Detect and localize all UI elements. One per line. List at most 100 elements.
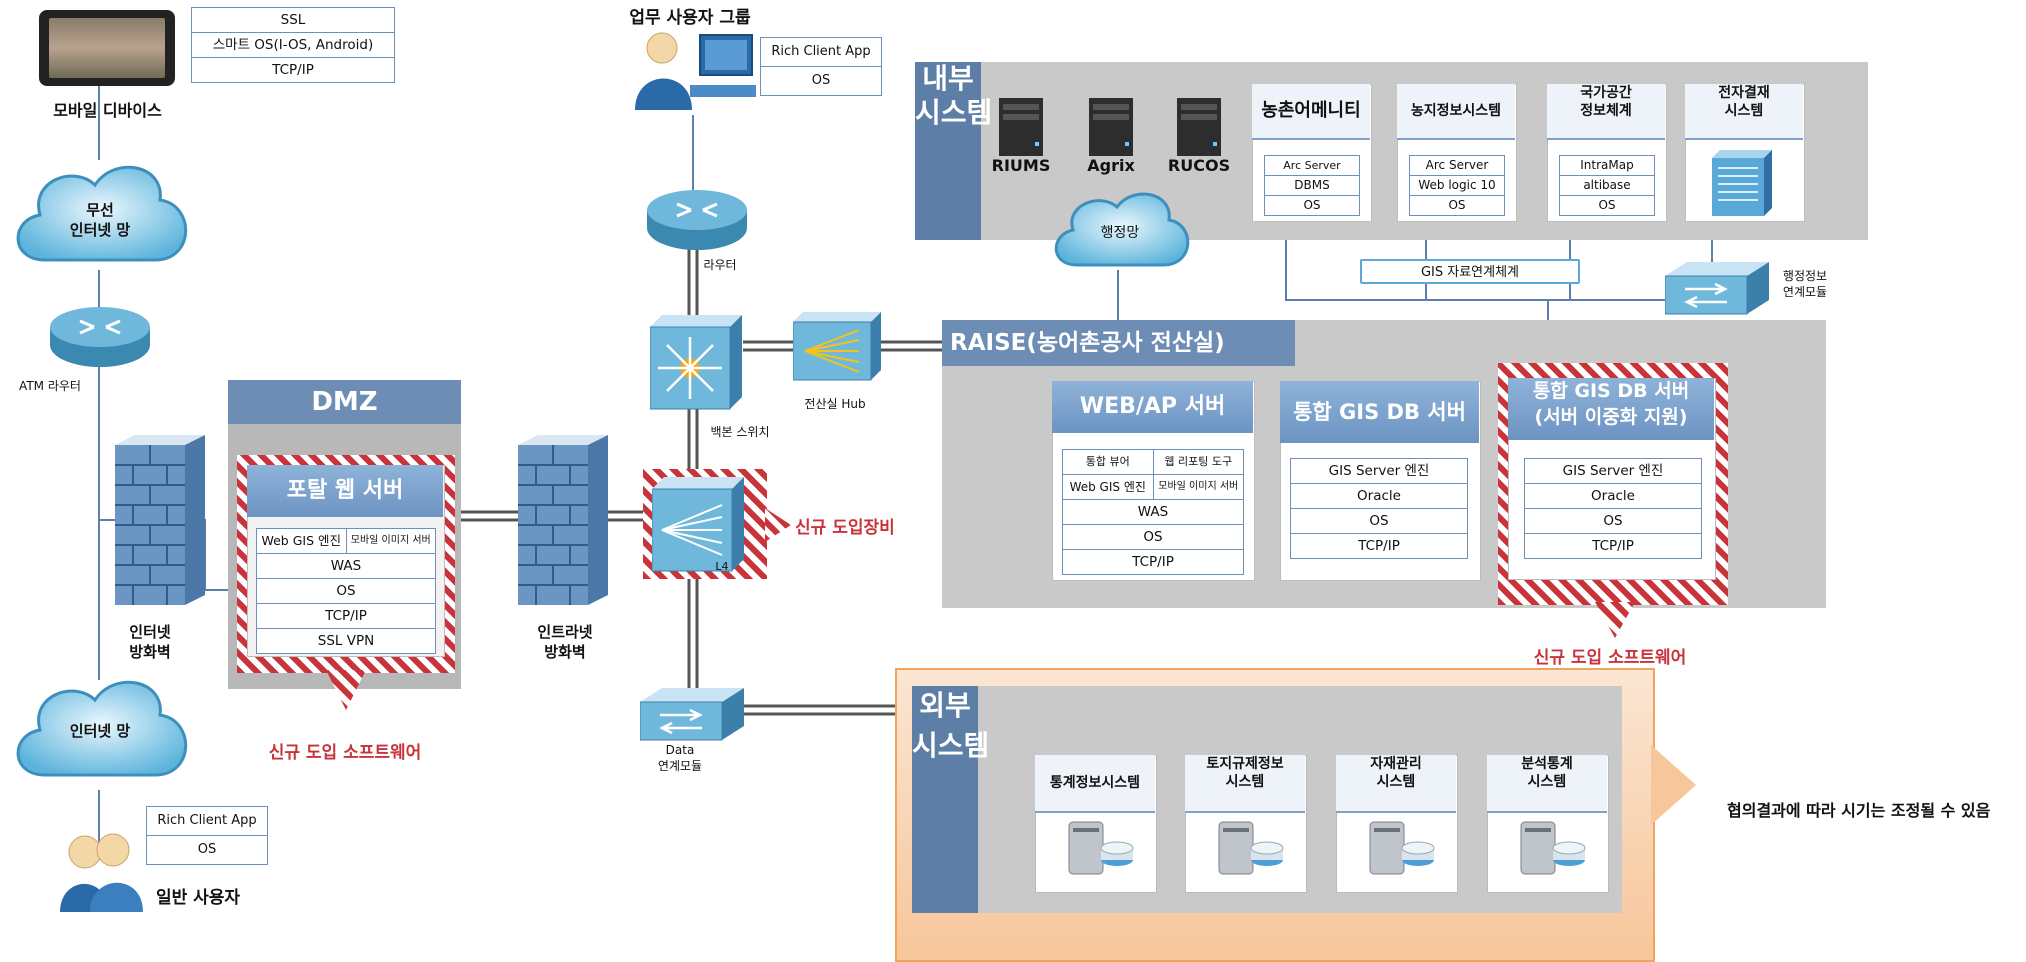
gis-db-server-title: 통합 GIS DB 서버 <box>1280 381 1479 443</box>
agrix-server-icon <box>1089 98 1133 156</box>
db-server-icon <box>1068 821 1134 875</box>
stack-cell: Web GIS 엔진 <box>261 533 341 548</box>
dmz-header: DMZ <box>228 380 461 424</box>
web-ap-server-title: WEB/AP 서버 <box>1052 381 1253 433</box>
dmz-new-software-label: 신규 도입 소프트웨어 <box>268 743 422 763</box>
stack-row: Arc Server <box>1425 158 1489 172</box>
riums-label: RIUMS <box>991 156 1051 175</box>
redundant-gis-db-server-stack: GIS Server 엔진 Oracle OS TCP/IP <box>1524 458 1702 559</box>
stack-row: SSL <box>280 12 306 28</box>
stack-row: Arc Server <box>1283 159 1341 172</box>
riums-server-icon <box>999 98 1043 156</box>
stack-row: IntraMap <box>1580 158 1634 172</box>
stack-row: Web GIS 엔진 모바일 이미지 서버 <box>257 529 435 553</box>
stack-row: Oracle <box>1525 483 1701 508</box>
redundant-gis-db-server-title: 통합 GIS DB 서버 (서버 이중화 지원) <box>1508 378 1714 440</box>
rucos-label: RUCOS <box>1167 156 1231 175</box>
internal-system-title: 농지정보시스템 <box>1397 84 1515 140</box>
external-note: 협의결과에 따라 시기는 조정될 수 있음 <box>1727 801 1991 820</box>
internet-firewall-label: 인터넷 방화벽 <box>129 623 171 661</box>
intranet-firewall-label: 인트라넷 방화벽 <box>537 623 593 661</box>
gis-db-server-stack: GIS Server 엔진 Oracle OS TCP/IP <box>1290 458 1468 559</box>
admin-module-icon <box>1665 262 1769 315</box>
stack-row: Oracle <box>1291 483 1467 508</box>
gis-link-box <box>1360 259 1580 284</box>
db-server-icon <box>1218 821 1284 875</box>
internet-cloud-icon <box>16 680 188 777</box>
router-label: 라우터 <box>703 258 737 272</box>
approval-server-icon <box>1712 150 1772 216</box>
agrix-label: Agrix <box>1087 156 1135 175</box>
data-module-icon <box>640 688 744 741</box>
external-systems-header: 외부 시스템 <box>912 686 989 913</box>
portal-web-server-stack: Web GIS 엔진 모바일 이미지 서버 WAS OS TCP/IP SSL V… <box>256 528 436 654</box>
stack-row: OS <box>1410 195 1504 215</box>
backbone-switch-label: 백본 스위치 <box>710 425 770 439</box>
general-user-label: 일반 사용자 <box>155 888 241 908</box>
stack-row: Web logic 10 <box>1410 175 1504 195</box>
external-system-title: 토지규제정보 시스템 <box>1185 755 1305 813</box>
internal-system-title: 농촌어메니티 <box>1252 84 1370 140</box>
raise-new-software-label: 신규 도입 소프트웨어 <box>1533 648 1687 668</box>
stack-row: OS <box>1063 524 1243 549</box>
new-equipment-label: 신규 도입장비 <box>795 518 895 538</box>
stack-row: DBMS <box>1265 175 1359 195</box>
db-server-icon <box>1369 821 1435 875</box>
stack-row: altibase <box>1560 175 1654 195</box>
stack-row: OS <box>1265 195 1359 215</box>
stack-row: TCP/IP <box>192 57 394 82</box>
general-user-icon <box>60 833 143 912</box>
business-user-icon <box>635 32 756 110</box>
stack-cell: 통합 뷰어 <box>1085 455 1130 468</box>
internet-cloud-label: 인터넷 망 <box>69 722 131 740</box>
stack-row: GIS Server 엔진 <box>1328 463 1430 479</box>
external-system-title: 통계정보시스템 <box>1035 755 1155 813</box>
portal-web-server-title: 포탈 웹 서버 <box>247 465 443 517</box>
db-server-icon <box>1520 821 1586 875</box>
stack-row: 통합 뷰어 웹 리포팅 도구 <box>1063 450 1243 474</box>
router-icon <box>647 190 747 250</box>
stack-row: WAS <box>257 553 435 578</box>
stack-row: TCP/IP <box>1063 549 1243 574</box>
internal-system-title: 국가공간 정보체계 <box>1547 84 1665 140</box>
internal-system-stack: IntraMap altibase OS <box>1559 155 1655 216</box>
admin-network-cloud-icon <box>1054 192 1190 267</box>
stack-row: 스마트 OS(I-OS, Android) <box>192 32 394 57</box>
mobile-device-icon <box>39 10 175 86</box>
general-user-stack: Rich Client App OS <box>146 806 268 865</box>
stack-row: SSL VPN <box>257 628 435 653</box>
internal-system-title: 전자결재 시스템 <box>1685 84 1803 140</box>
external-system-title: 분석통계 시스템 <box>1487 755 1607 813</box>
business-user-label: 업무 사용자 그룹 <box>629 8 751 28</box>
mobile-stack: SSL 스마트 OS(I-OS, Android) TCP/IP <box>191 7 395 83</box>
raise-header: RAISE(농어촌공사 전산실) <box>942 320 1295 366</box>
stack-row: OS <box>147 835 267 864</box>
gis-link-label: GIS 자료연계체계 <box>1420 265 1520 280</box>
stack-row: TCP/IP <box>257 603 435 628</box>
stack-row: Rich Client App <box>771 44 871 59</box>
atm-router-label: ATM 라우터 <box>19 379 81 393</box>
stack-row: TCP/IP <box>1525 533 1701 558</box>
stack-row: WAS <box>1063 499 1243 524</box>
stack-row: Rich Client App <box>157 813 257 828</box>
stack-row: GIS Server 엔진 <box>1562 463 1664 479</box>
stack-cell: 모바일 이미지 서버 <box>345 529 436 553</box>
internet-firewall-icon <box>115 435 205 605</box>
stack-row: OS <box>761 66 881 95</box>
internal-systems-header: 내부 시스템 <box>915 62 992 240</box>
stack-cell: 웹 리포팅 도구 <box>1152 450 1244 474</box>
hub-icon <box>793 312 881 381</box>
wireless-cloud-label: 무선 인터넷 망 <box>69 201 131 239</box>
external-system-title: 자재관리 시스템 <box>1336 755 1456 813</box>
backbone-switch-icon <box>650 315 742 410</box>
stack-row: OS <box>257 578 435 603</box>
internal-system-stack: Arc Server DBMS OS <box>1264 155 1360 216</box>
atm-router-icon <box>50 307 150 367</box>
stack-row: OS <box>1291 508 1467 533</box>
admin-module-label: 행정정보 연계모듈 <box>1782 269 1828 299</box>
l4-label: L4 <box>715 560 729 573</box>
stack-row: OS <box>1560 195 1654 215</box>
internal-system-stack: Arc Server Web logic 10 OS <box>1409 155 1505 216</box>
